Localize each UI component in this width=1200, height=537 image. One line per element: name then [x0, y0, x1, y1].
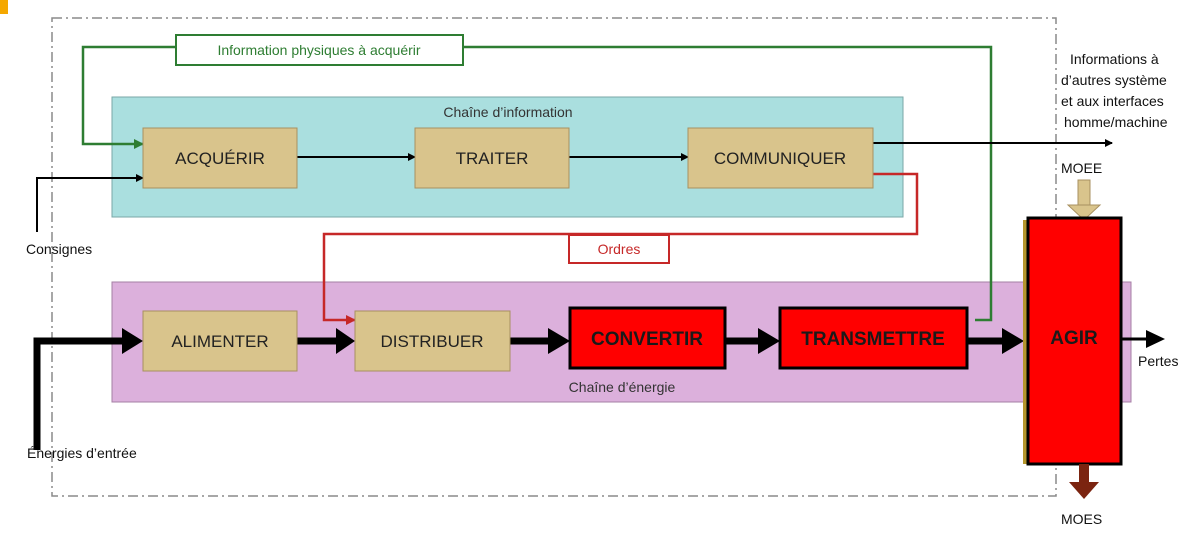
energies-entree-label: Énergies d’entrée: [27, 445, 137, 461]
moee-arrow-shaft: [1077, 179, 1091, 207]
communiquer-label: COMMUNIQUER: [714, 149, 846, 168]
information-chain-label: Chaîne d’information: [443, 104, 572, 120]
energy-chain-label: Chaîne d’énergie: [569, 379, 676, 395]
info-physique-label-box: [175, 34, 464, 66]
agir-block: [1026, 216, 1123, 466]
alimenter-to-distribuer-arrowhead: [336, 328, 355, 354]
consignes-flow: [36, 174, 144, 232]
traiter-block: [414, 127, 570, 189]
ordres-label: Ordres: [598, 241, 641, 257]
energies-entree-flow: [33, 337, 124, 450]
transmettre-label: TRANSMETTRE: [801, 329, 945, 350]
moes-arrowhead: [1069, 482, 1099, 499]
moee-label: MOEE: [1061, 160, 1102, 176]
informations-sortie-line-4: homme/machine: [1064, 114, 1168, 130]
acquerir-block: [142, 127, 298, 189]
agir-label: AGIR: [1050, 328, 1098, 349]
moes-arrow-shaft: [1079, 464, 1089, 484]
distribuer-block: [354, 310, 511, 372]
acquerir-label: ACQUÉRIR: [175, 149, 265, 168]
ordres-label-box: [568, 234, 670, 264]
system-boundary: [51, 17, 1057, 497]
corner-mark: [0, 0, 8, 14]
consignes-label: Consignes: [26, 241, 92, 257]
transmettre-to-agir-arrowhead: [1002, 328, 1024, 354]
informations-sortie-line-3: et aux interfaces: [1061, 93, 1164, 109]
traiter-label: TRAITER: [456, 149, 529, 168]
alimenter-label: ALIMENTER: [171, 332, 268, 351]
convertir-block: [568, 306, 727, 370]
communiquer-block: [687, 127, 874, 189]
pertes-arrowhead: [1146, 330, 1165, 348]
informations-sortie-line-2: d’autres système: [1061, 72, 1167, 88]
info-physique-label: Information physiques à acquérir: [217, 42, 420, 58]
informations-sortie-line-1: Informations à: [1070, 51, 1159, 67]
distribuer-label: DISTRIBUER: [381, 332, 484, 351]
energies-entree-arrowhead: [122, 328, 143, 354]
distribuer-to-convertir-arrowhead: [548, 328, 570, 354]
convertir-label: CONVERTIR: [591, 329, 703, 350]
transmettre-block: [778, 306, 969, 370]
convertir-to-transmettre-arrowhead: [758, 328, 780, 354]
moee-arrowhead: [1066, 204, 1102, 221]
moes-label: MOES: [1061, 511, 1102, 527]
alimenter-block: [142, 310, 298, 372]
info-physique-flow: [81, 45, 993, 322]
pertes-label: Pertes: [1138, 353, 1178, 369]
